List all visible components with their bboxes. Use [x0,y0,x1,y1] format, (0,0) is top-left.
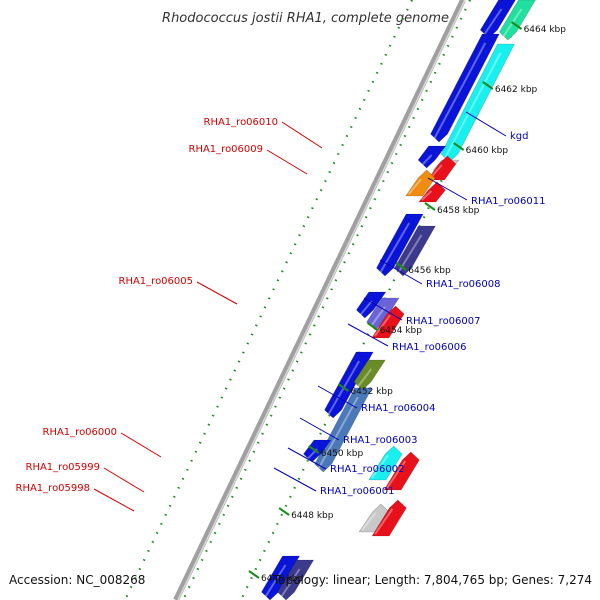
kbp-tick-mark [453,142,465,151]
gene-feature-kgd[interactable] [440,43,515,163]
accession-label: Accession: NC_008268 [9,573,146,587]
kbp-tick-mark [367,322,379,331]
gene-label-right[interactable]: RHA1_ro06003 [343,435,418,446]
kbp-tick-label: 6456 kbp [408,266,451,276]
kbp-tick-mark [395,262,407,271]
kbp-tick-label: 6464 kbp [524,25,567,35]
kbp-tick-mark [308,445,320,454]
gene-feature-3-shine [432,42,487,141]
gene-feature-7[interactable] [261,555,301,600]
gene-feature-ro06006[interactable] [366,297,400,331]
right-label-leader [317,385,358,409]
genome-backbone [173,0,466,600]
kbp-tick-label: 6448 kbp [291,511,334,521]
gene-feature-ro06009-shine [407,178,422,195]
gene-feature-4[interactable] [417,145,447,169]
right-label-leader [379,259,423,285]
gene-feature-ro06005-shine [374,314,391,337]
right-label-leader [465,111,507,137]
gene-feature-3[interactable] [430,33,500,143]
gene-feature-ro05998b[interactable] [371,499,407,537]
gene-label-left[interactable]: RHA1_ro06009 [189,144,264,155]
right-label-leader [273,467,317,492]
kbp-tick-mark [510,21,523,30]
gene-feature-ro05998b-shine [374,508,394,535]
gene-feature-5[interactable] [376,213,424,277]
gene-feature-ro06007-shine [358,300,373,317]
gene-feature-ro06007[interactable] [355,291,387,319]
left-label-leader [120,432,162,458]
gene-label-right[interactable]: RHA1_ro06006 [392,342,467,353]
inner-left-dotted-ruler [182,0,471,600]
gene-label-left[interactable]: RHA1_ro05999 [26,462,101,473]
left-label-leader [281,121,323,149]
gene-label-right[interactable]: RHA1_ro06004 [361,403,436,414]
gene-label-left[interactable]: RHA1_ro05998 [16,483,91,494]
gene-label-right[interactable]: kgd [510,131,529,142]
genome-summary-label: Topology: linear; Length: 7,804,765 bp; … [272,573,592,587]
gene-label-right[interactable]: RHA1_ro06002 [330,464,405,475]
gene-feature-ro06008[interactable] [394,225,436,277]
right-label-leader [347,323,389,347]
gene-feature-ro06009[interactable] [405,169,436,197]
map-title: Rhodococcus jostii RHA1, complete genome [162,11,449,26]
gene-feature-4-shine [420,154,433,167]
genome-backbone-highlight [177,0,466,600]
kbp-tick-mark [278,507,290,516]
gene-feature-ro06004-shine [356,368,373,389]
gene-feature-2[interactable] [498,0,536,41]
kbp-tick-label: 6454 kbp [380,326,423,336]
gene-feature-kgd-shine [443,52,502,161]
gene-label-left[interactable]: RHA1_ro06010 [204,117,279,128]
gene-label-right[interactable]: RHA1_ro06001 [320,486,395,497]
left-label-leader [196,281,238,305]
gene-feature-7-shine [263,564,287,599]
kbp-tick-mark [482,81,494,90]
kbp-tick-mark [248,570,260,579]
gene-feature-ro05998-shine [361,512,377,531]
kbp-tick-label: 6450 kbp [321,449,364,459]
kbp-tick-label: 6462 kbp [495,85,538,95]
kbp-tick-label: 6446 kbp [261,574,304,584]
kbp-tick-label: 6452 kbp [350,387,393,397]
gene-label-left[interactable]: RHA1_ro06005 [119,276,194,287]
gene-feature-5-shine [378,222,411,275]
left-label-leader [103,467,145,493]
gene-feature-ro06005[interactable] [371,305,405,339]
gene-feature-1-shine [482,8,503,37]
kbp-tick-label: 6458 kbp [437,206,480,216]
gene-feature-8-shine [279,568,301,599]
gene-feature-ro06009b-shine [421,190,433,201]
gene-feature-ro06004[interactable] [353,359,386,391]
gene-label-right[interactable]: RHA1_ro06008 [426,279,501,290]
gene-label-left[interactable]: RHA1_ro06000 [43,427,118,438]
gene-feature-ro06000[interactable] [368,445,403,481]
right-label-leader [427,177,468,201]
gene-feature-ro06006-shine [368,306,386,329]
kbp-tick-label: 6460 kbp [466,146,509,156]
gene-feature-ro06000-shine [371,454,389,479]
gene-feature-ro06003-shine [316,396,359,471]
right-label-leader [299,417,340,441]
gene-label-right[interactable]: RHA1_ro06007 [406,316,481,327]
left-dotted-ruler [124,0,413,600]
kbp-tick-mark [424,202,436,211]
left-label-leader [93,488,135,512]
right-label-leader [287,447,327,470]
left-label-leader [266,149,308,175]
gene-feature-ro05999[interactable] [383,451,420,491]
gene-feature-6[interactable] [324,351,374,419]
gene-label-right[interactable]: RHA1_ro06011 [471,196,546,207]
gene-feature-ro06009b[interactable] [418,181,446,203]
gene-feature-8[interactable] [277,559,315,600]
right-label-leader [363,297,403,321]
gene-feature-2-shine [501,8,523,39]
gene-feature-ro05999-shine [386,460,407,489]
kbp-tick-mark [337,383,349,392]
